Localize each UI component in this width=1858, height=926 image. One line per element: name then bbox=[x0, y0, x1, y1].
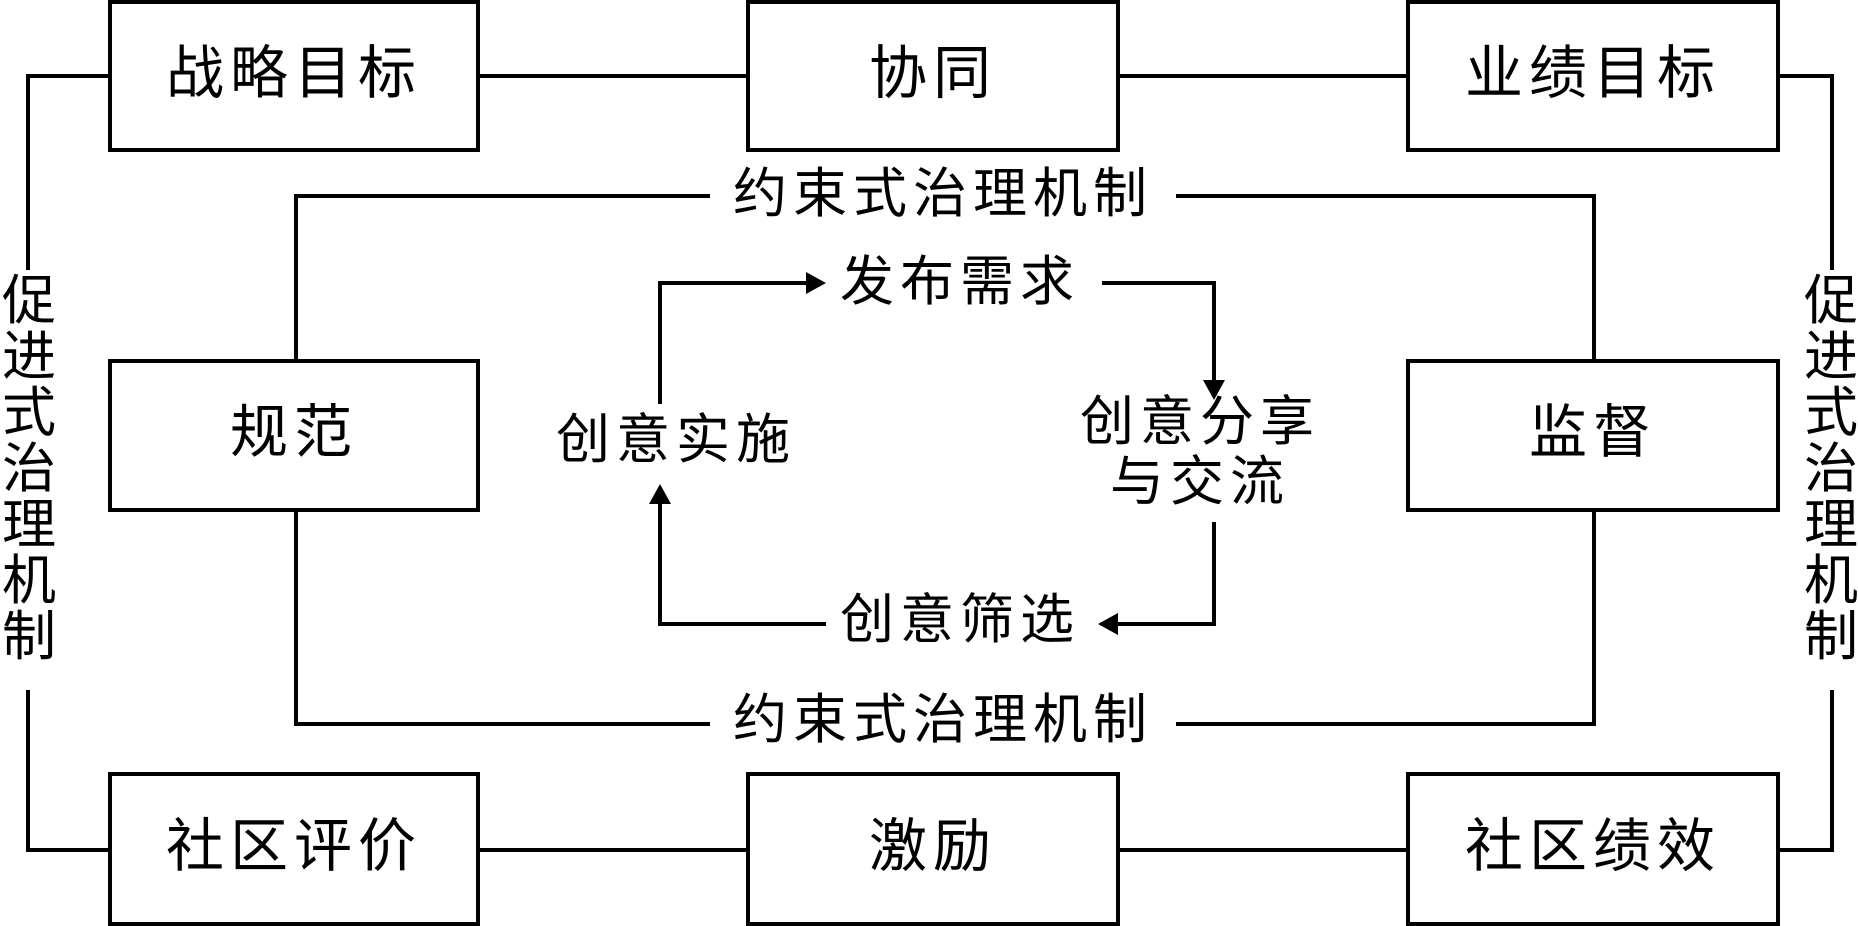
constraint-bottom-label-bg bbox=[710, 694, 1176, 752]
arrow-implement-to-publish bbox=[658, 281, 806, 404]
promotion-right-char: 式 bbox=[1804, 381, 1858, 444]
promotion-right-char: 机 bbox=[1804, 549, 1858, 612]
idea-sharing-label-line2: 与交流 bbox=[1110, 450, 1290, 513]
promotion-left-char: 理 bbox=[2, 493, 56, 556]
idea-implementation-label: 创意实施 bbox=[556, 408, 796, 471]
left-promotion-label-bg bbox=[4, 270, 54, 690]
arrowhead-share bbox=[1203, 380, 1225, 400]
promotion-mechanism-left-label: 促 进 式 治 理 机 制 bbox=[2, 269, 56, 668]
promotion-mechanism-right-label: 促 进 式 治 理 机 制 bbox=[1804, 269, 1858, 668]
publish-demand-label: 发布需求 bbox=[840, 250, 1080, 313]
arrowhead-implement bbox=[649, 484, 671, 504]
idea-screening-label: 创意筛选 bbox=[840, 588, 1080, 651]
promotion-left-char: 促 bbox=[2, 269, 56, 332]
community-performance-box: 社区绩效 bbox=[1406, 772, 1780, 926]
community-evaluation-label: 社区评价 bbox=[166, 812, 422, 880]
arrowhead-publish bbox=[806, 272, 826, 294]
arrow-share-to-filter bbox=[1118, 522, 1216, 626]
constraint-mechanism-bottom-label: 约束式治理机制 bbox=[733, 688, 1153, 751]
promotion-right-char: 促 bbox=[1804, 269, 1858, 332]
promotion-left-char: 制 bbox=[2, 605, 56, 668]
incentive-label: 激励 bbox=[869, 812, 997, 880]
idea-sharing-label-line1: 创意分享 bbox=[1080, 390, 1320, 453]
promotion-left-char: 治 bbox=[2, 437, 56, 500]
promotion-right-char: 治 bbox=[1804, 437, 1858, 500]
right-promotion-label-bg bbox=[1808, 270, 1858, 690]
arrow-publish-to-share bbox=[1102, 281, 1216, 380]
incentive-box: 激励 bbox=[746, 772, 1120, 926]
promotion-left-char: 机 bbox=[2, 549, 56, 612]
supervision-box: 监督 bbox=[1406, 359, 1780, 512]
synergy-label: 协同 bbox=[869, 39, 997, 107]
synergy-box: 协同 bbox=[746, 0, 1120, 152]
promotion-right-char: 进 bbox=[1804, 325, 1858, 388]
promotion-right-char: 理 bbox=[1804, 493, 1858, 556]
arrow-filter-to-implement bbox=[658, 504, 826, 626]
strategic-goal-box: 战略目标 bbox=[108, 0, 480, 152]
promotion-left-char: 式 bbox=[2, 381, 56, 444]
community-performance-label: 社区绩效 bbox=[1465, 812, 1721, 880]
norms-label: 规范 bbox=[230, 398, 358, 466]
community-evaluation-box: 社区评价 bbox=[108, 772, 480, 926]
promotion-right-char: 制 bbox=[1804, 605, 1858, 668]
performance-goal-box: 业绩目标 bbox=[1406, 0, 1780, 152]
norms-box: 规范 bbox=[108, 359, 480, 512]
promotion-left-char: 进 bbox=[2, 325, 56, 388]
supervision-label: 监督 bbox=[1529, 398, 1657, 466]
strategic-goal-label: 战略目标 bbox=[166, 39, 422, 107]
constraint-mechanism-top-label: 约束式治理机制 bbox=[733, 162, 1153, 225]
performance-goal-label: 业绩目标 bbox=[1465, 39, 1721, 107]
constraint-top-label-bg bbox=[710, 168, 1176, 226]
arrowhead-filter bbox=[1098, 613, 1118, 635]
